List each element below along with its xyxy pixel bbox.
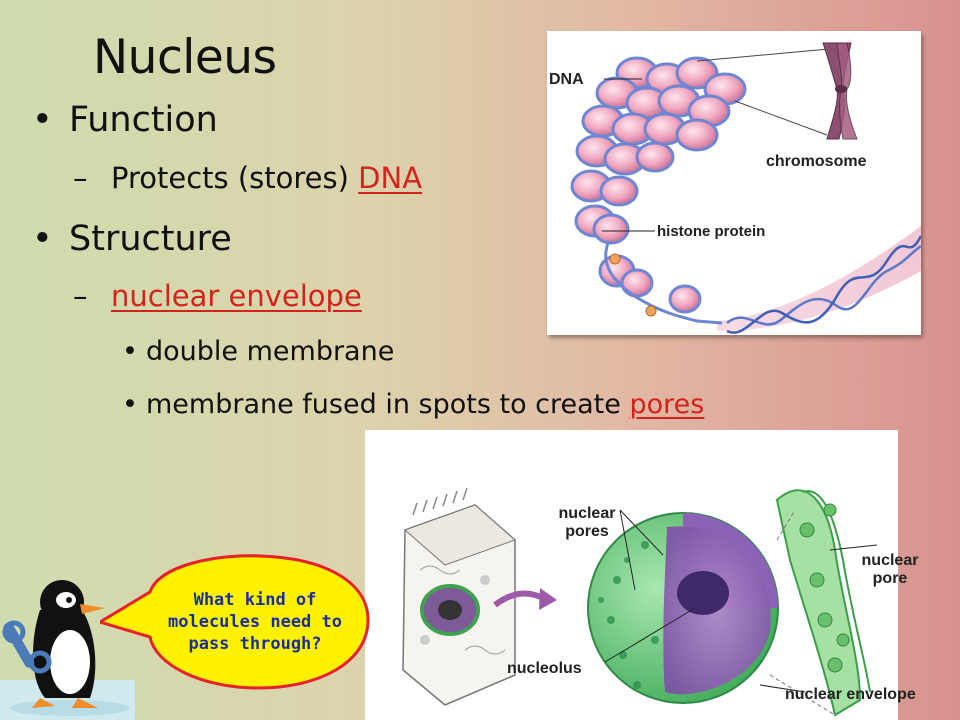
chromosome-shape	[822, 42, 858, 140]
dna-link[interactable]: DNA	[358, 161, 423, 195]
label-nuclear-pore-line1: nuclear	[861, 552, 919, 569]
dash-marker: –	[73, 161, 88, 195]
callout-line-1: What kind of	[193, 590, 317, 610]
nucleus-illustration	[402, 487, 878, 717]
label-dna: DNA	[549, 71, 584, 88]
nuclear-envelope-link[interactable]: nuclear envelope	[111, 279, 362, 313]
bullet-marker: •	[122, 389, 138, 420]
sub-bullet-protects-text: Protects (stores) DNA	[111, 161, 422, 195]
label-nuclear-pores-line1: nuclear	[558, 505, 616, 522]
bullet-structure-text: Structure	[69, 219, 232, 259]
detail-fused-pores-text: membrane fused in spots to create pores	[146, 389, 704, 420]
label-nuclear-envelope: nuclear envelope	[785, 686, 916, 703]
callout-line-3: pass through?	[188, 634, 322, 654]
label-histone-protein: histone protein	[657, 223, 766, 240]
protects-text: Protects (stores)	[111, 161, 359, 195]
pores-link[interactable]: pores	[629, 389, 705, 420]
nucleus-diagram: nuclear pores nuclear pore nucleolus nuc…	[365, 430, 918, 720]
speech-bubble-shape	[100, 554, 370, 690]
bullet-marker: •	[32, 219, 53, 259]
callout-text: What kind of molecules need to pass thro…	[140, 589, 370, 655]
fused-text: membrane fused in spots to create	[146, 389, 630, 420]
bullet-function-text: Function	[69, 100, 218, 140]
label-nuclear-pores-line2: pores	[565, 523, 609, 540]
chromosome-diagram: DNA chromosome histone protein	[547, 31, 921, 335]
slide-title: Nucleus	[93, 30, 277, 85]
callout-line-2: molecules need to	[168, 612, 342, 632]
penguin-mascot-icon	[0, 580, 135, 720]
dash-marker: –	[73, 279, 88, 313]
label-nuclear-pore: nuclear pore	[840, 552, 940, 588]
speech-bubble: What kind of molecules need to pass thro…	[100, 552, 372, 692]
chromatin-illustration	[570, 42, 921, 334]
bullet-marker: •	[32, 100, 53, 140]
label-nucleolus: nucleolus	[507, 660, 582, 677]
detail-double-membrane-text: double membrane	[146, 336, 395, 367]
cell-sketch	[402, 487, 516, 706]
bullet-marker: •	[122, 336, 138, 367]
label-chromosome: chromosome	[766, 153, 867, 170]
label-nuclear-pores: nuclear pores	[537, 505, 637, 541]
label-nuclear-pore-line2: pore	[872, 570, 908, 587]
